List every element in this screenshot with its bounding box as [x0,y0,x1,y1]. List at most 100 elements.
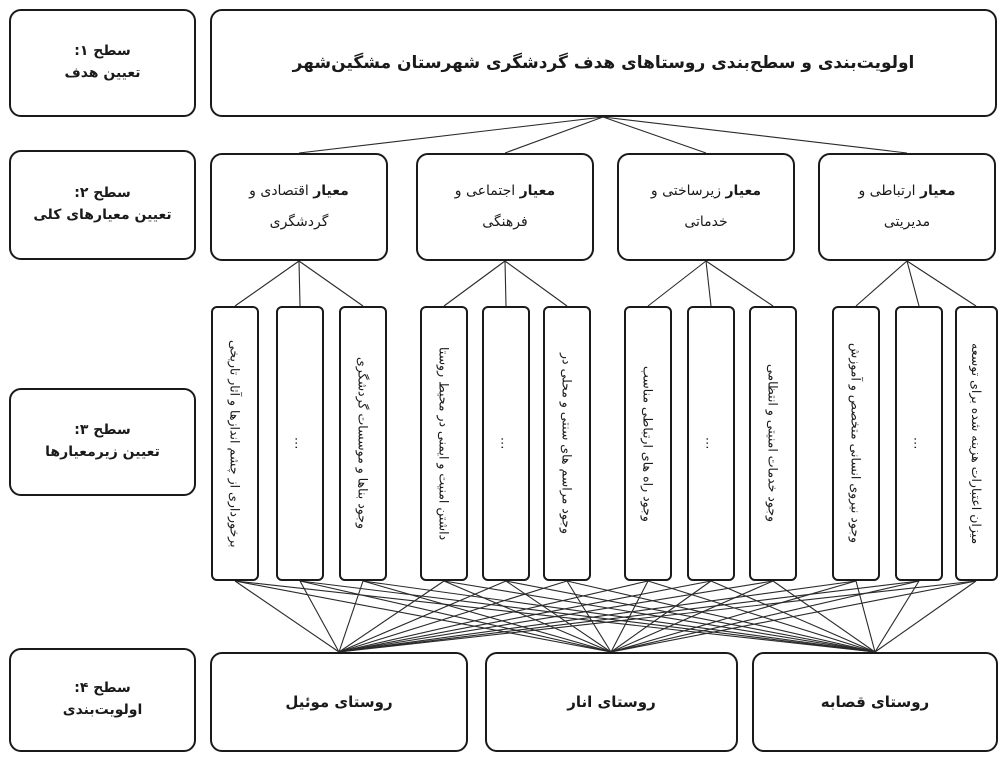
level-2-subtitle: تعیین معیارهای کلی [33,207,172,223]
level-3-subtitle: تعیین زیرمعیارها [45,444,160,460]
criterion-to-subcriterion-line [504,260,507,307]
criterion-to-subcriterion-line [298,260,364,307]
subcriterion-to-alternative-line [338,580,649,653]
criterion-infrastructure-line2: خدماتی [684,214,728,230]
subcriterion-text: وجود خدمات امنیتی و انتظامی [765,364,781,523]
alternative-ghassabeh-village: روستای قصابه [752,652,998,752]
subcriterion-to-alternative-line [362,580,612,653]
criterion-economic-line2: گردشگری [269,214,329,230]
subcriterion-to-alternative-line [855,580,876,653]
subcriterion-to-alternative-line [338,580,364,653]
alternative-anar-village: روستای انار [485,652,738,752]
alternative-label: روستای قصابه [820,693,930,711]
subcriterion-to-alternative-line [362,580,876,653]
subcriterion-tourism-facilities: وجود بناها و موسسات گردشگری [339,306,387,581]
subcriterion-to-alternative-line [610,580,857,653]
level-4-subtitle: اولویت‌بندی [62,702,143,718]
subcriterion-text: وجود مراسم های سنتی و محلی در [559,352,575,535]
subcriterion-to-alternative-line [566,580,612,653]
level-2-label: سطح ۲: تعیین معیارهای کلی [9,150,196,260]
subcriterion-ellipsis-3: ... [687,306,735,581]
criterion-infrastructure-services: معیار زیرساختی و خدماتی [617,153,795,261]
criterion-communication-rest: ارتباطی و [858,183,916,200]
subcriterion-text: وجود بناها و موسسات گردشگری [355,357,371,530]
subcriterion-text: ... [292,437,308,450]
subcriterion-ellipsis-2: ... [482,306,530,581]
subcriterion-ellipsis-4: ... [895,306,943,581]
criterion-communication-management: معیار ارتباطی و مدیریتی [818,153,996,261]
level-4-title: سطح ۴: [74,680,131,697]
subcriterion-development-funding: میزان اعتبارات هزینه شده برای توسعه [955,306,998,581]
level-2-title: سطح ۲: [74,185,131,202]
alternative-mooil-village: روستای موئیل [210,652,468,752]
subcriterion-to-alternative-line [299,580,876,653]
goal-to-criterion-line [504,116,604,154]
subcriterion-to-alternative-line [610,580,977,653]
criterion-communication-title: معیار [919,183,956,200]
alternative-label: روستای موئیل [285,693,393,711]
subcriterion-communication-roads: وجود راه های ارتباطی مناسب [624,306,672,581]
subcriterion-to-alternative-line [874,580,920,653]
subcriterion-text: ... [498,437,514,450]
subcriterion-to-alternative-line [338,580,857,653]
criterion-to-subcriterion-line [855,260,908,307]
goal-box: اولویت‌بندی و سطح‌بندی روستاهای هدف گردش… [210,9,997,117]
goal-text: اولویت‌بندی و سطح‌بندی روستاهای هدف گردش… [292,53,915,73]
criterion-social-title: معیار [519,183,556,200]
subcriterion-security-services: وجود خدمات امنیتی و انتظامی [749,306,797,581]
criterion-social-line2: فرهنگی [482,214,528,230]
subcriterion-to-alternative-line [772,580,876,653]
criterion-to-subcriterion-line [504,260,568,307]
criterion-to-subcriterion-line [906,260,977,307]
subcriterion-to-alternative-line [338,580,920,653]
subcriterion-to-alternative-line [338,580,712,653]
criterion-to-subcriterion-line [234,260,300,307]
subcriterion-text: وجود راه های ارتباطی مناسب [640,365,656,522]
criterion-infrastructure-title: معیار [725,183,762,200]
subcriterion-village-safety: داشتن امنیت و ایمنی در محیط روستا [420,306,468,581]
level-1-label: سطح ۱: تعیین هدف [9,9,196,117]
subcriterion-to-alternative-line [234,580,340,653]
subcriterion-historic-landscapes: برخورداری از چشم اندازها و آثار تاریخی [211,306,259,581]
level-4-label: سطح ۴: اولویت‌بندی [9,648,196,752]
subcriterion-skilled-workforce: وجود نیروی انسانی متخصص و آموزش [832,306,880,581]
criterion-to-subcriterion-line [443,260,506,307]
criterion-infrastructure-rest: زیرساختی و [650,183,722,200]
criterion-to-subcriterion-line [647,260,707,307]
level-3-title: سطح ۳: [74,422,131,439]
subcriterion-traditional-ceremonies: وجود مراسم های سنتی و محلی در [543,306,591,581]
level-3-label: سطح ۳: تعیین زیرمعیارها [9,388,196,496]
subcriterion-text: ... [703,437,719,450]
level-1-title: سطح ۱: [74,43,131,60]
subcriterion-to-alternative-line [338,580,568,653]
subcriterion-text: میزان اعتبارات هزینه شده برای توسعه [969,342,984,545]
subcriterion-to-alternative-line [338,580,774,653]
goal-to-criterion-line [602,116,707,154]
subcriterion-to-alternative-line [610,580,774,653]
criterion-to-subcriterion-line [906,260,920,307]
subcriterion-to-alternative-line [566,580,876,653]
criterion-to-subcriterion-line [705,260,774,307]
subcriterion-ellipsis-1: ... [276,306,324,581]
goal-to-criterion-line [298,116,604,154]
criterion-social-rest: اجتماعی و [454,183,516,200]
level-1-subtitle: تعیین هدف [64,65,141,81]
subcriterion-to-alternative-line [338,580,507,653]
subcriterion-to-alternative-line [338,580,445,653]
subcriterion-to-alternative-line [505,580,876,653]
alternative-label: روستای انار [567,693,656,711]
criterion-social-cultural: معیار اجتماعی و فرهنگی [416,153,594,261]
subcriterion-to-alternative-line [874,580,977,653]
criterion-to-subcriterion-line [298,260,301,307]
subcriterion-to-alternative-line [299,580,612,653]
subcriterion-to-alternative-line [299,580,340,653]
subcriterion-text: داشتن امنیت و ایمنی در محیط روستا [436,346,452,541]
subcriterion-text: برخورداری از چشم اندازها و آثار تاریخی [227,339,243,548]
subcriterion-to-alternative-line [338,580,977,653]
criterion-economic-title: معیار [313,183,349,200]
goal-to-criterion-line [602,116,908,154]
criterion-communication-line2: مدیریتی [883,214,931,230]
subcriterion-text: ... [911,437,927,450]
